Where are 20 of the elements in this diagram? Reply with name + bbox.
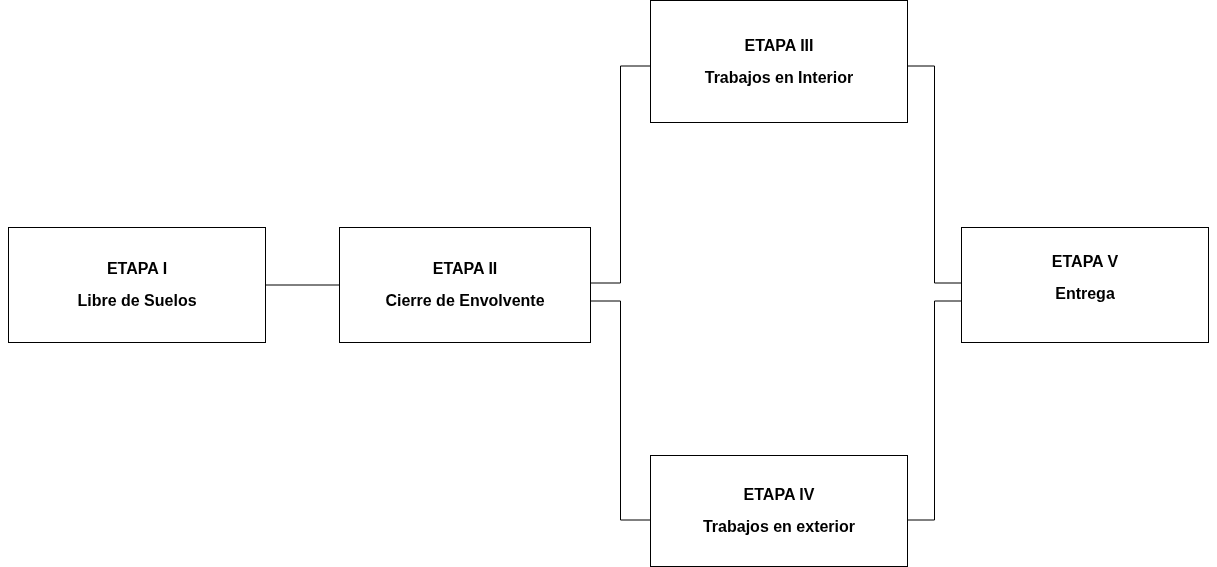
stage-title: ETAPA III <box>744 36 814 55</box>
stage-name: Trabajos en exterior <box>702 518 856 536</box>
stage-title: ETAPA I <box>106 260 168 278</box>
stage-title: ETAPA II <box>432 260 498 278</box>
connector-line <box>590 300 651 521</box>
stage-box <box>8 227 266 343</box>
stage-title: ETAPA IV <box>743 486 815 504</box>
stage-box <box>650 455 908 567</box>
stage-name: Trabajos en Interior <box>704 68 854 87</box>
connector-line <box>907 300 962 521</box>
stage-name: Cierre de Envolvente <box>385 292 545 310</box>
stage-title: ETAPA V <box>1051 253 1119 271</box>
stage-name: Libre de Suelos <box>77 292 197 310</box>
stage-box <box>339 227 591 343</box>
connector-line <box>265 284 340 286</box>
connector-line <box>907 65 962 284</box>
stage-name: Entrega <box>1055 285 1115 303</box>
stage-box <box>650 0 908 123</box>
stage-box <box>961 227 1209 343</box>
connector-line <box>590 65 651 284</box>
